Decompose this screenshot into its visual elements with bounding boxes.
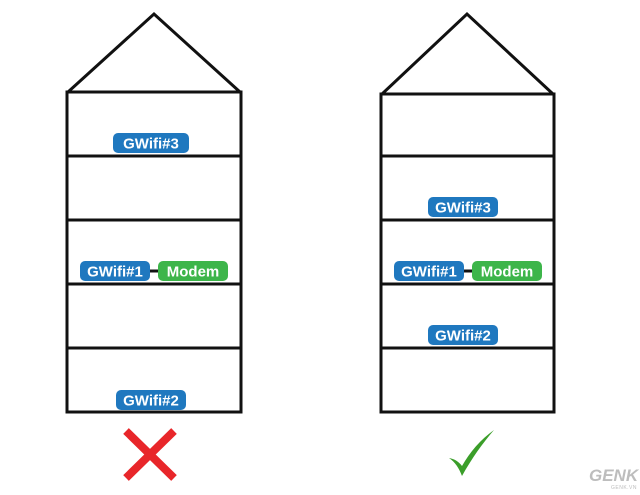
left-gwifi2-label: GWifi#2 [123,393,179,410]
watermark-site: GENK.VN [611,485,637,491]
left-gwifi2-badge: GWifi#2 [116,390,186,410]
right-gwifi2-label: GWifi#2 [435,328,491,345]
left-modem-badge: Modem [158,261,228,281]
watermark-brand: GENK [589,466,640,485]
right-gwifi2-badge: GWifi#2 [428,325,498,345]
cross-icon [123,428,177,481]
right-modem-label: Modem [481,264,534,281]
checkmark-icon [449,430,494,476]
right-gwifi3-badge: GWifi#3 [428,197,498,217]
left-house: GWifi#3 GWifi#1 Modem GWifi#2 [65,11,243,414]
left-gwifi3-badge: GWifi#3 [113,133,189,153]
right-modem-badge: Modem [472,261,542,281]
right-gwifi1-badge: GWifi#1 [394,261,464,281]
watermark: GENK GENK.VN [589,466,640,491]
left-house-outline [65,11,243,414]
left-modem-label: Modem [167,264,220,281]
right-gwifi1-label: GWifi#1 [401,264,457,281]
left-gwifi1-badge: GWifi#1 [80,261,150,281]
right-house: GWifi#3 GWifi#1 Modem GWifi#2 [379,11,556,414]
left-gwifi1-label: GWifi#1 [87,264,143,281]
left-gwifi3-label: GWifi#3 [123,136,179,153]
right-house-outline [379,11,556,414]
right-gwifi3-label: GWifi#3 [435,200,491,217]
